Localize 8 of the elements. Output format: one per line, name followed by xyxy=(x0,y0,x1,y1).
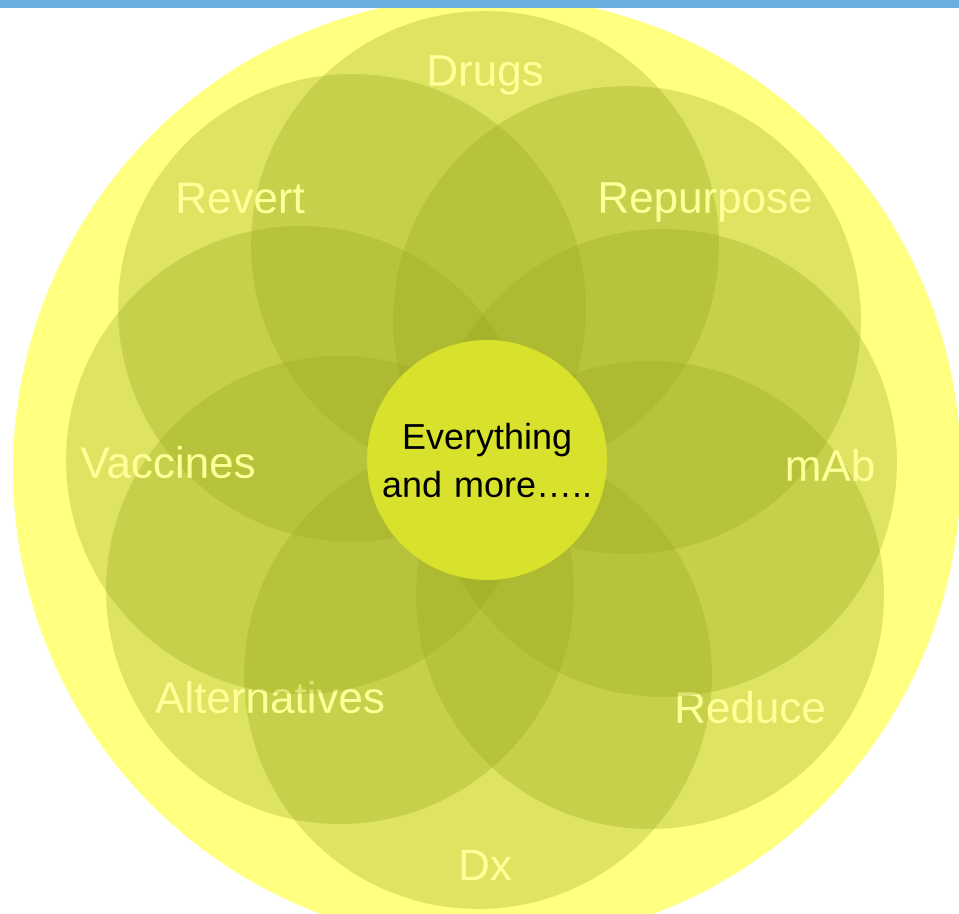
petal-label: Dx xyxy=(462,850,512,880)
petal-label: mAb xyxy=(788,448,874,482)
petal-label: Alternatives xyxy=(155,680,384,714)
petal-label: Repurpose xyxy=(600,182,811,222)
petal-label: Vaccines xyxy=(80,446,254,478)
petal-label: Reduce xyxy=(678,690,824,724)
petal-label: Drugs xyxy=(430,55,542,95)
petal-label: Revert xyxy=(178,182,304,214)
